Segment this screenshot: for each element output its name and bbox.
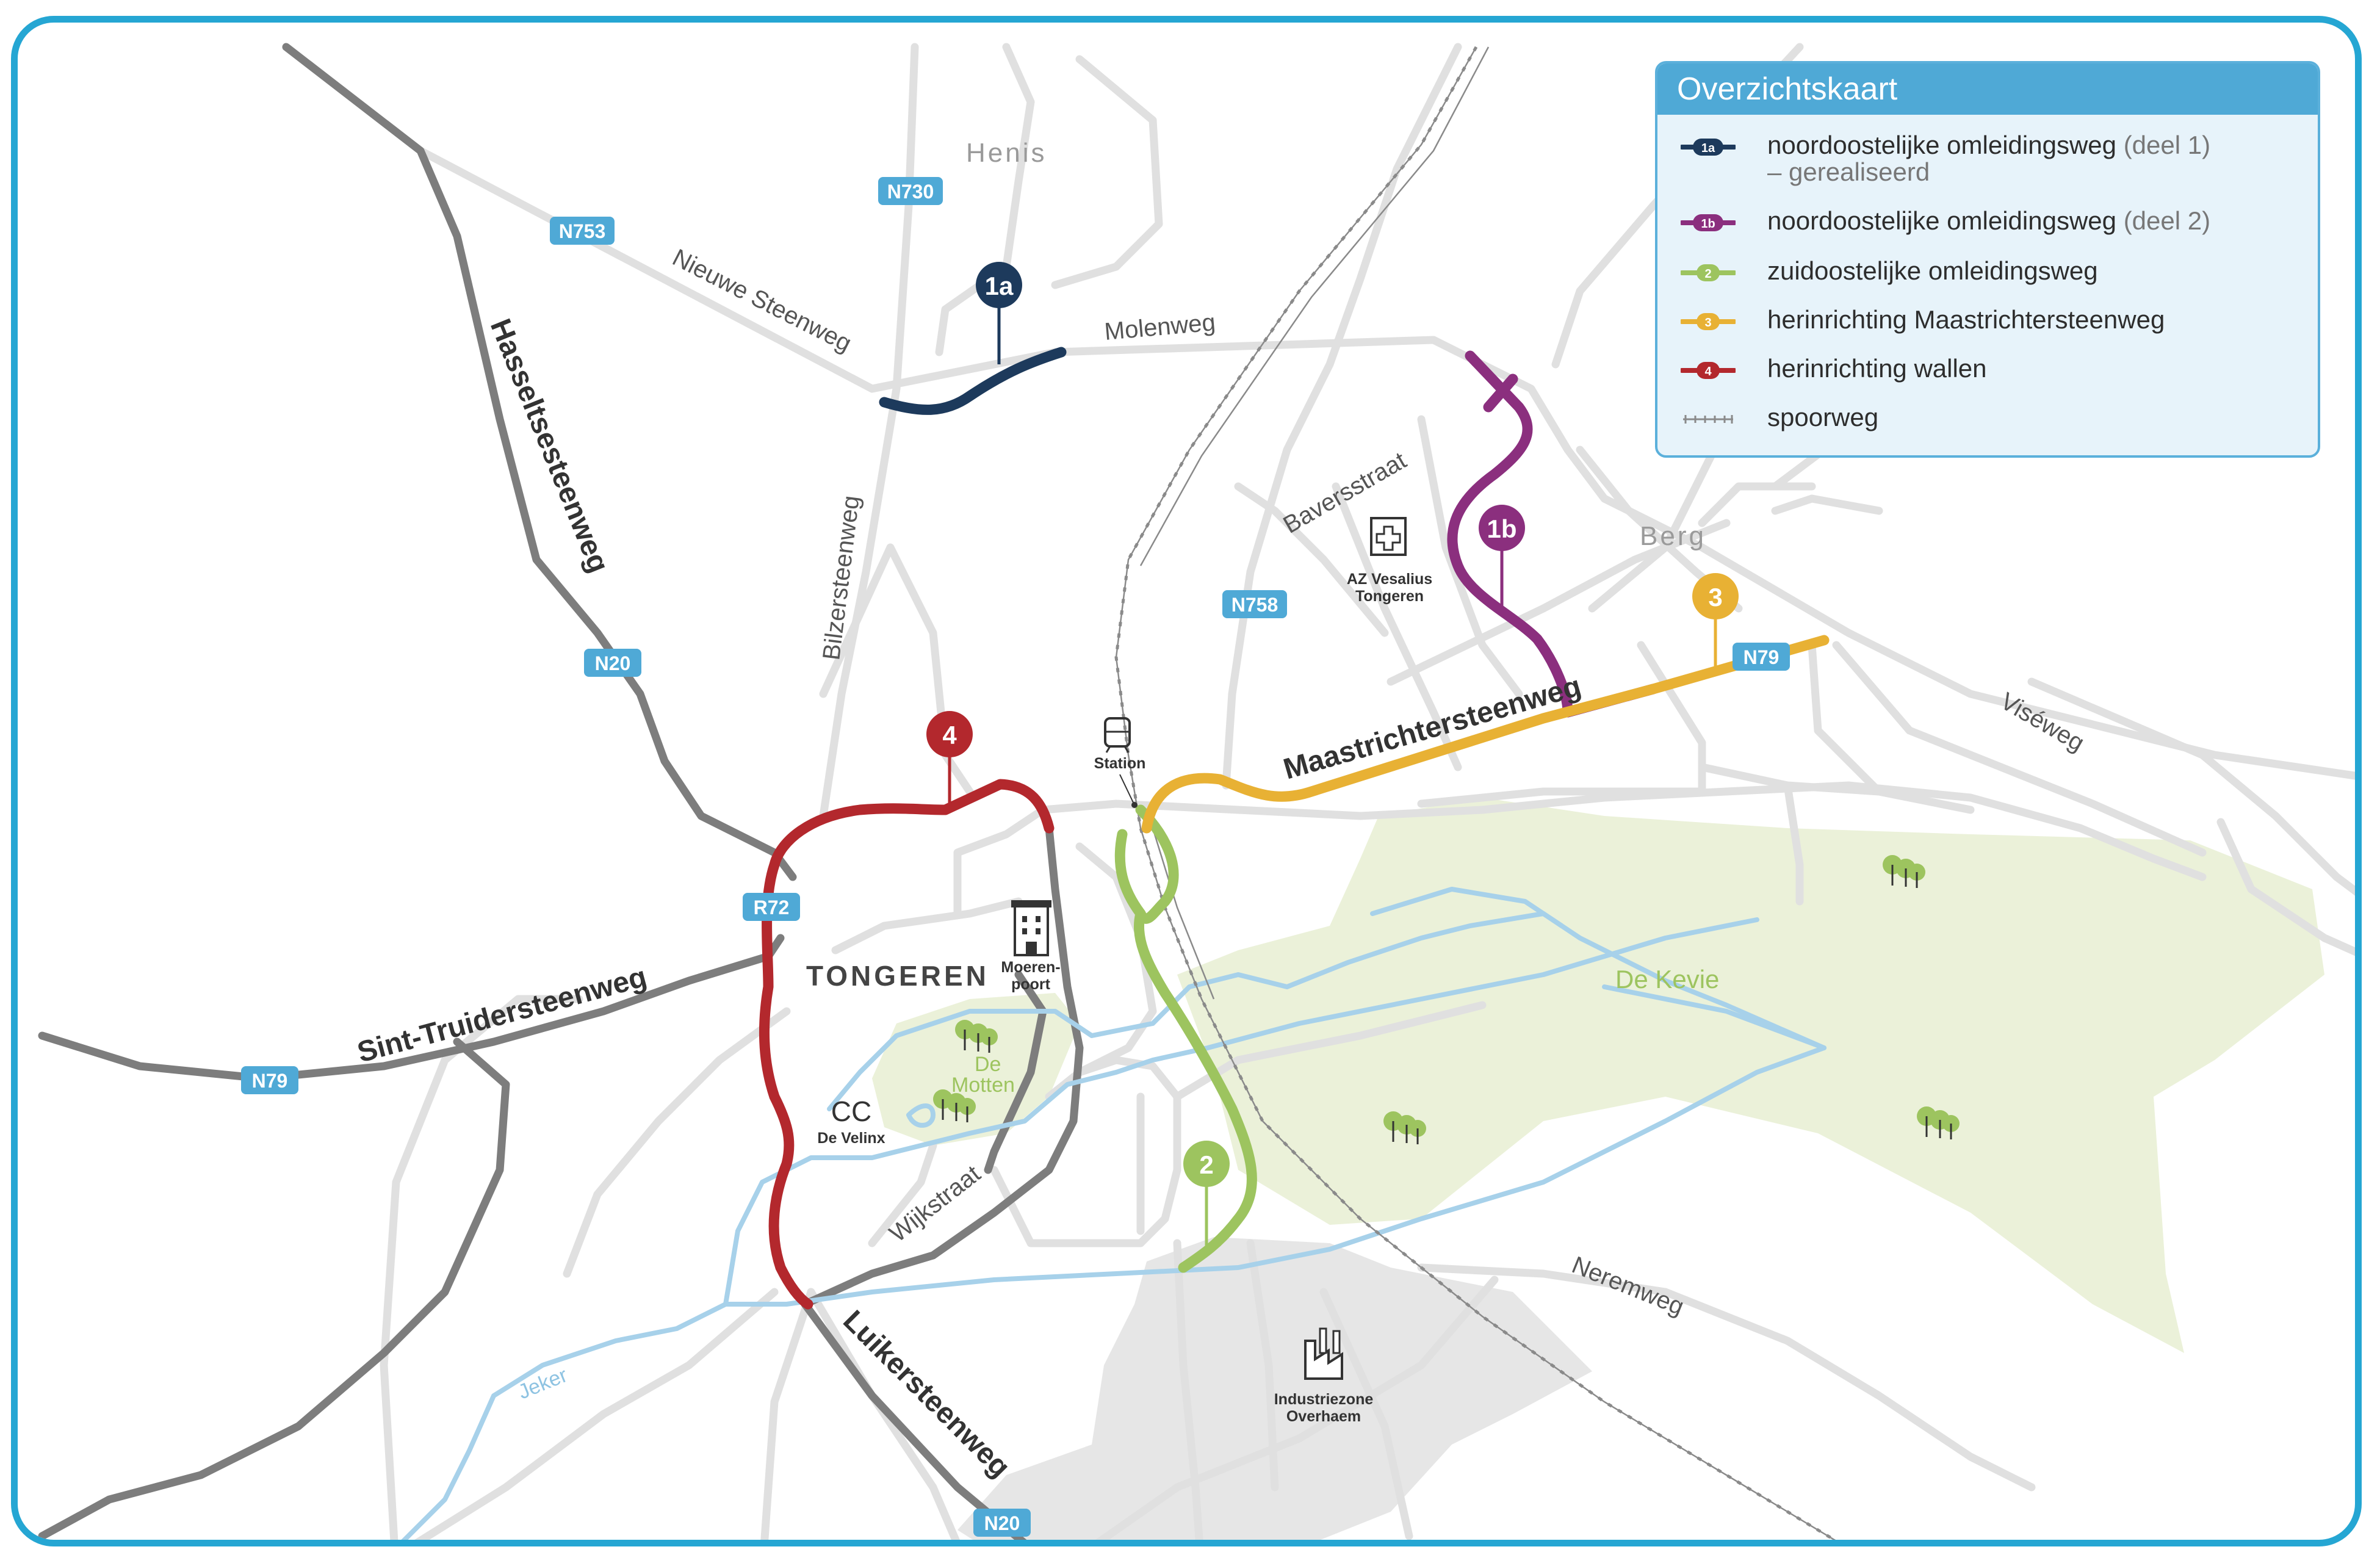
velinx-pond [906,1103,936,1128]
badge-n20-south: N20 [973,1509,1031,1537]
legend-symbol-4: 4 [1681,362,1736,379]
badge-n753: N753 [550,217,615,245]
svg-text:N20: N20 [595,652,631,674]
svg-text:R72: R72 [754,897,790,918]
industry-label-line2: Overhaem [1286,1408,1361,1425]
badge-n730: N730 [878,177,943,205]
main-roads [38,43,1084,1540]
legend-text-railway: spoorweg [1767,403,1879,431]
label-nieuwe-steenweg: Nieuwe Steenweg [668,244,856,358]
tree-icon [1883,855,1925,888]
label-molenweg: Molenweg [1103,309,1216,345]
industrial-zone-area [957,1237,1592,1540]
moerenpoort-tower-icon [1011,900,1051,956]
moerenpoort-label-line2: poort [1011,976,1051,993]
label-bilzersteenweg: Bilzersteenweg [818,494,865,662]
pin-2[interactable]: 2 [1183,1141,1230,1255]
svg-text:N79: N79 [252,1070,288,1092]
legend-text-4: herinrichting wallen [1767,354,1987,383]
place-henis: Henis [966,138,1047,168]
pin-1a-label: 1a [985,272,1014,300]
legend-title: Overzichtskaart [1657,63,2318,115]
badge-n758: N758 [1222,590,1287,618]
map-legend: Overzichtskaart 1a noordoostelijke omlei… [1655,61,2320,458]
svg-text:N758: N758 [1231,594,1278,616]
hospital-icon [1370,517,1407,556]
label-neremweg: Neremweg [1568,1252,1688,1321]
route-4-line [759,779,1055,1310]
legend-symbol-3: 3 [1681,313,1736,330]
svg-text:N730: N730 [887,181,934,203]
legend-railway-icon [1683,415,1733,424]
route-3-line [1141,635,1830,834]
legend-text-3: herinrichting Maastrichtersteenweg [1767,305,2165,334]
pin-2-label: 2 [1199,1150,1213,1179]
pin-1a[interactable]: 1a [976,262,1022,364]
badge-n79-west: N79 [241,1066,298,1094]
station-dot [1131,802,1138,808]
tree-icon [1383,1111,1426,1144]
badge-n79-east: N79 [1733,643,1790,671]
tree-icon [955,1020,998,1053]
pin-4-label: 4 [942,721,957,749]
place-berg: Berg [1640,521,1706,551]
pin-1b-label: 1b [1487,514,1516,543]
place-tongeren: TONGEREN [806,960,989,992]
legend-line2-1a: – gerealiseerd [1767,157,1930,186]
label-maastrichtersteenweg: Maastrichtersteenweg [1280,670,1584,786]
tree-icon [1917,1106,1960,1139]
industry-label-line1: Industriezone [1274,1391,1374,1408]
hospital-label-line2: Tongeren [1355,588,1424,605]
legend-text-2: zuidoostelijke omleidingsweg [1767,256,2098,285]
badge-r72: R72 [743,893,800,921]
station-pointer [1119,774,1134,803]
moerenpoort-label-line1: Moeren- [1001,959,1060,976]
legend-text-1a: noordoostelijke omleidingsweg [1767,131,2117,159]
svg-text:3: 3 [1704,316,1711,330]
label-jeker: Jeker [515,1363,571,1404]
svg-text:1a: 1a [1701,142,1715,155]
hospital-label-line1: AZ Vesalius [1347,571,1432,588]
legend-symbol-1a: 1a [1681,139,1736,156]
svg-text:1b: 1b [1701,217,1715,231]
legend-text-1b: noordoostelijke omleidingsweg [1767,206,2117,235]
tree-icon [933,1089,976,1122]
cc-icon: CC [831,1095,871,1127]
svg-text:N753: N753 [559,220,606,242]
route-2-branch [1135,804,1179,924]
svg-text:2: 2 [1704,267,1711,281]
route-1b-line [1447,350,1659,718]
train-station-icon [1104,717,1131,753]
svg-text:4: 4 [1704,365,1712,378]
badge-n20-north: N20 [584,649,641,677]
pin-4[interactable]: 4 [926,711,973,810]
station-label: Station [1094,755,1146,772]
factory-icon [1304,1327,1343,1380]
place-de-motten-line2: Motten [951,1073,1015,1097]
legend-extra-1b: (deel 2) [2123,206,2211,235]
legend-symbol-2: 2 [1681,264,1736,281]
legend-extra-1a: (deel 1) [2123,131,2211,159]
cc-de-velinx-label: De Velinx [817,1130,885,1147]
svg-text:N79: N79 [1744,646,1780,668]
route-1a-line [879,347,1067,415]
pin-1b[interactable]: 1b [1479,505,1525,608]
pin-3[interactable]: 3 [1692,573,1739,671]
overview-map[interactable]: 1a 1b 2 3 4 N730 N753 N758 N79 N79 N20 N… [18,23,2362,1546]
place-de-motten-line1: De [975,1053,1001,1076]
label-sint-truidersteenweg: Sint-Truidersteenweg [354,961,650,1069]
pin-3-label: 3 [1708,583,1722,612]
rivers [401,887,1826,1540]
place-de-kevie: De Kevie [1615,965,1719,994]
route-1b-tick [1483,373,1518,413]
legend-symbol-1b: 1b [1681,214,1736,231]
svg-text:N20: N20 [984,1512,1020,1534]
